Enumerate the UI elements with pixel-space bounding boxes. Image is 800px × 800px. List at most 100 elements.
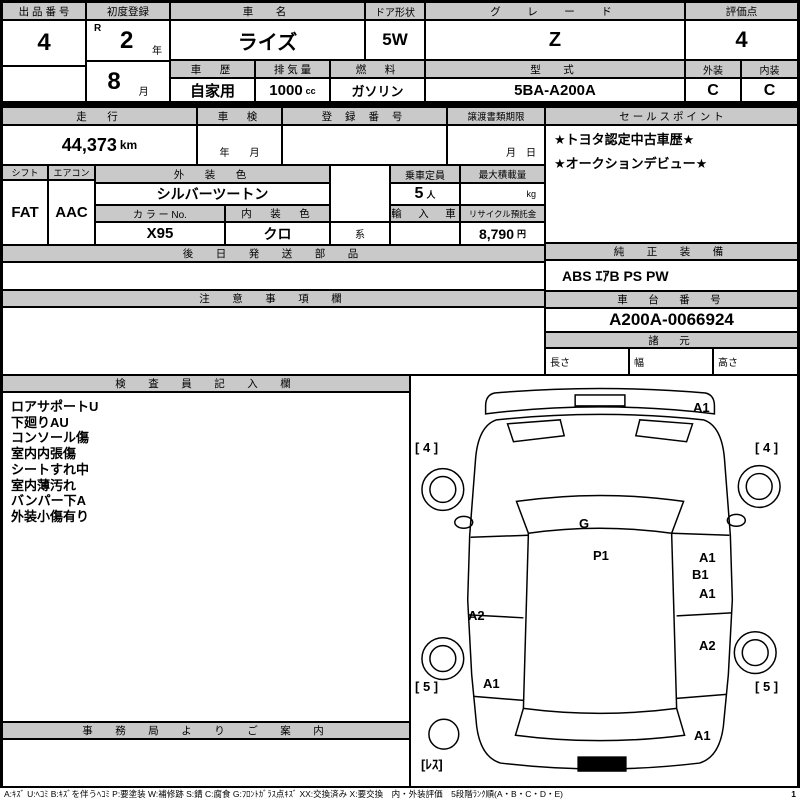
max-load-value: kg [460,183,545,205]
equipment-label: 純 正 装 備 [545,243,798,260]
import-car-label: 輸 入 車 [390,205,460,222]
damage-code: [ 5 ] [755,679,779,694]
interior-color-value: クロ [225,222,330,245]
damage-code: P1 [593,548,609,563]
notes-label: 注 意 事 項 欄 [2,290,545,307]
color-no-value: X95 [95,222,225,245]
inspector-note-line: シートすれ中 [11,461,90,477]
first-registration-year: R 2 年 [86,20,170,61]
sales-point-box: ★トヨタ認定中古車歴★ ★オークションデビュー★ [545,125,798,243]
transfer-deadline-label: 譲渡書類期限 [447,107,545,125]
capacity-number: 5 [414,185,424,202]
first-registration-label: 初度登録 [86,2,170,20]
page-number: 1 [791,789,796,799]
mileage-unit: km [119,138,138,152]
damage-code: [ﾚｽ] [421,757,443,772]
interior-grade-label: 内装 [741,60,798,78]
exterior-color-label: 外 装 色 [95,165,330,183]
inspector-notes-box: ロアサポートU 下廻りAU コンソール傷 室内内張傷 シートすれ中 室内薄汚れ … [2,392,410,722]
displacement-label: 排 気 量 [255,60,330,78]
displacement-number: 1000 [269,82,303,99]
inspector-note-line: コンソール傷 [11,430,90,446]
score-value: 4 [685,20,798,60]
office-info-box [2,739,410,788]
inspection-label: 車 検 [197,107,282,125]
fuel-value: ガソリン [330,78,425,103]
reg-month-unit: 月 [138,87,149,98]
inspector-note-line: ロアサポートU [11,399,99,414]
reg-year-unit: 年 [152,46,162,57]
lot-empty-cell [2,66,86,103]
inspector-note-line: バンパー下A [11,493,87,509]
grade-value: Z [425,20,685,60]
capacity-unit: 人 [426,189,436,200]
damage-code: [ 4 ] [755,440,779,455]
damage-code: [ 4 ] [415,440,439,455]
capacity-label: 乗車定員 [390,165,460,183]
mileage-value: 44,373 km [2,125,197,165]
section-separator [0,101,800,107]
inspector-note-line: 室内内張傷 [11,446,77,462]
door-shape-value: 5W [365,20,425,60]
car-history-label: 車 歴 [170,60,255,78]
exterior-grade-label: 外装 [685,60,741,78]
car-top-view-diagram [421,387,781,772]
aircon-value: AAC [48,180,95,245]
grade-label: グ レ ー ド [425,2,685,20]
sales-point-line: ★オークションデビュー★ [554,156,708,171]
damage-code: G [579,516,590,531]
damage-code: A1 [483,676,500,691]
car-name-label: 車 名 [170,2,365,20]
model-code-value: 5BA-A200A [425,78,685,103]
lot-number-label: 出 品 番 号 [2,2,86,20]
reg-year-value: 2 [119,26,134,54]
damage-code: B1 [692,567,709,582]
mileage-number: 44,373 [61,134,117,155]
later-parts-label: 後 日 発 送 部 品 [2,245,545,262]
transfer-deadline-value: 月 日 [447,125,545,165]
spec-width-cell: 幅 [629,348,713,375]
legend-text: A:ｷｽﾞ U:ﾍｺﾐ B:ｷｽﾞを伴うﾍｺﾐ P:要塗装 W:補修跡 S:錆 … [4,789,563,799]
damage-code: A1 [694,728,711,743]
fuel-label: 燃 料 [330,60,425,78]
reg-month-value: 8 [107,68,121,95]
recycle-unit: 円 [517,229,527,239]
lot-number-value: 4 [2,20,86,66]
exterior-color-extra-cell [330,165,390,222]
era-code: R [94,23,102,34]
damage-code: [ 5 ] [415,679,439,694]
exterior-color-value: シルバーツートン [95,183,330,205]
score-label: 評価点 [685,2,798,20]
notes-value [2,307,545,375]
chassis-number-label: 車 台 番 号 [545,291,798,308]
equipment-value: ABS ｴｱB PS PW [545,260,798,291]
recycle-deposit-value: 8,790 円 [460,222,545,245]
displacement-unit: cc [305,85,316,96]
damage-code: A2 [468,608,485,623]
car-history-value: 自家用 [170,78,255,103]
inspector-note-line: 下廻りAU [11,414,69,430]
color-no-label: カ ラ ー No. [95,205,225,222]
interior-color-suffix: 系 [330,222,390,245]
spec-length-cell: 長さ [545,348,629,375]
spec-height-cell: 高さ [713,348,798,375]
first-registration-month: 8 月 [86,61,170,103]
damage-code: A2 [699,638,716,653]
sales-point-line: ★トヨタ認定中古車歴★ [554,132,695,147]
capacity-value: 5 人 [390,183,460,205]
model-code-label: 型 式 [425,60,685,78]
aircon-label: エアコン [48,165,95,180]
max-load-label: 最大積載量 [460,165,545,183]
inspector-note-line: 外装小傷有り [11,508,90,524]
office-info-label: 事 務 局 よ り ご 案 内 [2,722,410,739]
registration-number-label: 登 録 番 号 [282,107,447,125]
registration-number-value [282,125,447,165]
shift-label: シフト [2,165,48,180]
recycle-deposit-label: リサイクル預託金 [460,205,545,222]
recycle-number: 8,790 [478,225,515,242]
legend-bar: A:ｷｽﾞ U:ﾍｺﾐ B:ｷｽﾞを伴うﾍｺﾐ P:要塗装 W:補修跡 S:錆 … [0,788,800,800]
door-shape-label: ドア形状 [365,2,425,20]
interior-color-label: 内 装 色 [225,205,330,222]
